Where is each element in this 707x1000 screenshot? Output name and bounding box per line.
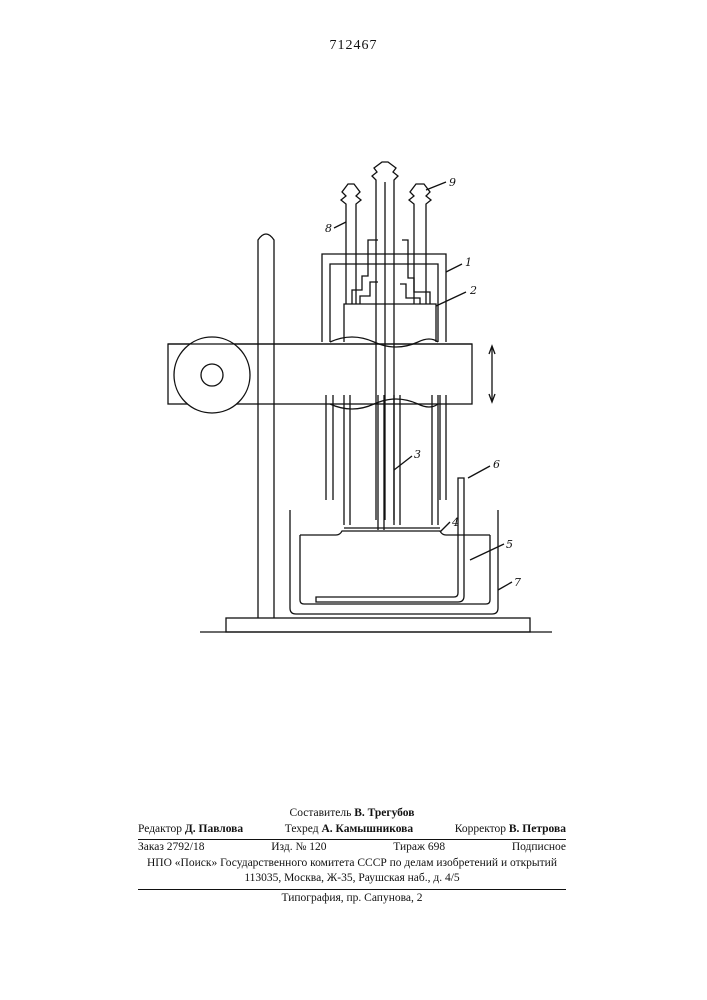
- bath-vessel: [290, 510, 498, 614]
- leader-3: [394, 456, 412, 470]
- label-1: 1: [465, 256, 472, 269]
- corrector: Корректор В. Петрова: [455, 822, 566, 838]
- clamp-knob: [174, 337, 250, 413]
- subscription: Подписное: [512, 840, 566, 856]
- staff-line: Редактор Д. Павлова Техред А. Камышников…: [138, 822, 566, 838]
- leader-4: [440, 522, 450, 532]
- break-line-top: [330, 337, 438, 347]
- housing-outer: [322, 254, 446, 342]
- edition-number: Изд. № 120: [271, 840, 326, 856]
- circulation: Тираж 698: [393, 840, 445, 856]
- editor-name: Д. Павлова: [185, 823, 243, 835]
- leader-5: [470, 544, 504, 560]
- corrector-role: Корректор: [455, 823, 506, 835]
- leader-8: [334, 222, 346, 228]
- leader-1: [446, 264, 462, 272]
- label-3: 3: [414, 448, 421, 461]
- address: 113035, Москва, Ж-35, Раушская наб., д. …: [138, 871, 566, 887]
- heater-pipe: [316, 478, 464, 602]
- editor: Редактор Д. Павлова: [138, 822, 243, 838]
- base-plate: [226, 618, 530, 632]
- label-7: 7: [514, 576, 521, 589]
- label-5: 5: [506, 538, 513, 551]
- leader-9: [426, 182, 446, 190]
- organization: НПО «Поиск» Государственного комитета СС…: [138, 856, 566, 872]
- label-2: 2: [469, 284, 477, 297]
- divider-bottom: [138, 889, 566, 890]
- fitting-left: [341, 184, 361, 304]
- compiler-line: Составитель В. Трегубов: [138, 806, 566, 822]
- membrane-plate: [300, 531, 490, 535]
- step-guide-right2: [400, 284, 420, 304]
- piston-block: [344, 304, 436, 342]
- label-4: 4: [451, 516, 459, 529]
- techred-role: Техред: [285, 823, 319, 835]
- step-guide-left2: [360, 282, 378, 304]
- leader-2: [436, 292, 466, 306]
- fitting-right: [409, 184, 431, 304]
- label-6: 6: [493, 458, 500, 471]
- techred: Техред А. Камышникова: [285, 822, 413, 838]
- printer: Типография, пр. Сапунова, 2: [138, 891, 566, 907]
- corrector-name: В. Петрова: [509, 823, 566, 835]
- label-8: 8: [325, 222, 332, 235]
- compiler-role: Составитель: [290, 807, 352, 819]
- stand-rod: [258, 234, 274, 618]
- order-line: Заказ 2792/18 Изд. № 120 Тираж 698 Подпи…: [138, 840, 566, 856]
- editor-role: Редактор: [138, 823, 182, 835]
- leader-6: [468, 466, 490, 478]
- leader-7: [498, 582, 512, 590]
- order-number: Заказ 2792/18: [138, 840, 205, 856]
- label-9: 9: [449, 176, 456, 189]
- colophon: Составитель В. Трегубов Редактор Д. Павл…: [138, 806, 566, 906]
- techred-name: А. Камышникова: [321, 823, 413, 835]
- liquid-container: [300, 535, 490, 604]
- compiler-name: В. Трегубов: [354, 807, 414, 819]
